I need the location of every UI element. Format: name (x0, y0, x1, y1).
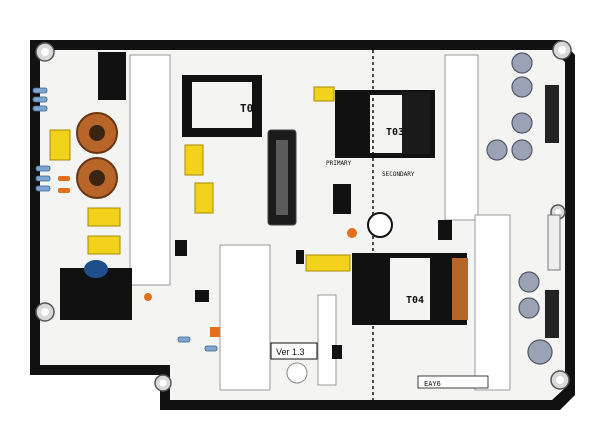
yellow-capacitors (49, 86, 351, 272)
output-capacitors (486, 52, 553, 365)
transformer-t01: T01 (182, 75, 262, 137)
round-marking (367, 212, 393, 238)
primary-label: PRIMARY (326, 160, 352, 167)
bulk-capacitor (267, 129, 297, 226)
transformer-t03-label: T03 (386, 127, 404, 138)
round-white-part (286, 362, 308, 384)
transformer-t04-label: T04 (406, 295, 424, 306)
transformer-t03: T03 (335, 90, 435, 158)
blue-resistors (32, 87, 218, 352)
output-connectors (545, 85, 561, 338)
transformer-t01-label: T01 (240, 102, 260, 115)
transformer-t04: T04 (352, 253, 468, 325)
secondary-label: SECONDARY (382, 171, 415, 178)
copper-chokes (76, 112, 118, 199)
heatsinks (129, 54, 511, 391)
ics-and-transistors (175, 184, 452, 359)
part-number-label: EAY6 (424, 380, 441, 388)
orange-parts (58, 176, 357, 337)
version-label: Ver 1.3 (276, 347, 305, 357)
input-connector (60, 52, 132, 320)
mounting-holes (35, 40, 572, 392)
silkscreen-labels: PRIMARY SECONDARY Ver 1.3 EAY6 (270, 160, 489, 389)
